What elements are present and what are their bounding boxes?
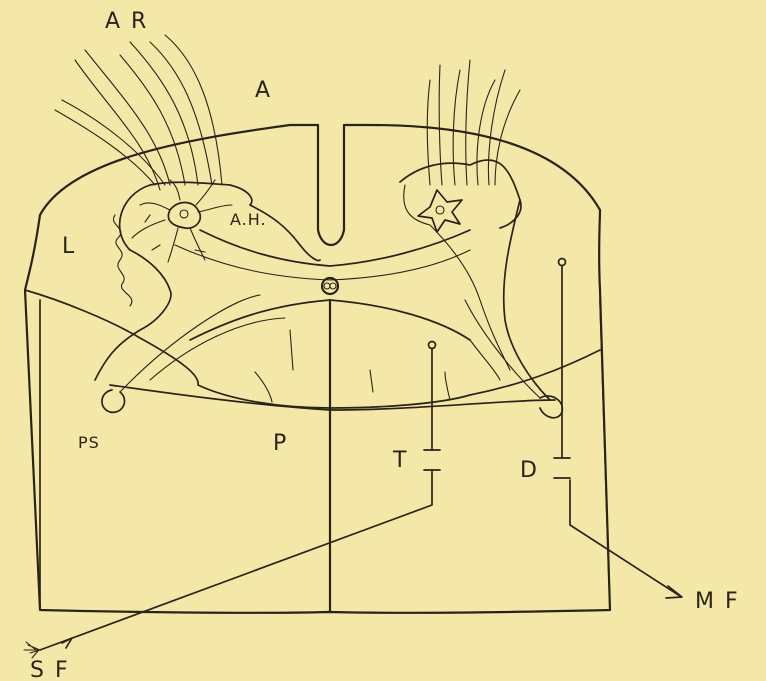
anterior-roots-left: [55, 35, 222, 190]
label-tract-t: T: [392, 448, 408, 473]
label-motor-fibre: M F: [695, 589, 740, 614]
neuron-right: [418, 190, 462, 232]
label-sensory-fibre: S F: [30, 658, 70, 681]
anterior-roots-right: [427, 60, 520, 185]
cord-outline: [25, 125, 610, 613]
label-posterior: P: [273, 431, 288, 456]
neuron-left: [132, 180, 232, 262]
label-anterior-horn: A.H.: [230, 210, 267, 229]
label-tract-d: D: [520, 458, 539, 483]
label-posterior-septum: PS: [78, 433, 100, 452]
label-anterior: A: [255, 78, 272, 103]
tract-d: [554, 259, 682, 599]
label-anterior-roots: A R: [105, 9, 148, 34]
label-lateral: L: [62, 234, 76, 259]
